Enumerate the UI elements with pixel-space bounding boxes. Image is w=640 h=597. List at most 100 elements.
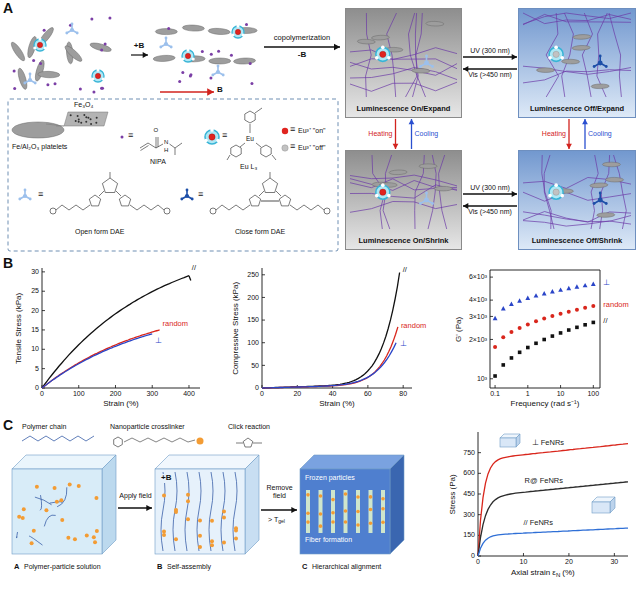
tick-label: 150 (247, 316, 259, 324)
gel-state-box: Luminescence Off/Expand (518, 8, 636, 118)
field-label: +B (134, 42, 144, 51)
ring (102, 178, 117, 193)
axis-title: Stress (Pa) (449, 474, 458, 514)
panel-letter: B (3, 256, 13, 271)
nanoparticle (73, 537, 77, 541)
chain (56, 205, 90, 210)
nanoparticle (344, 492, 348, 496)
data-marker (583, 283, 588, 287)
platelet (38, 71, 60, 78)
series-label: // (603, 317, 607, 325)
dae-end (425, 192, 428, 195)
nanoparticle (60, 518, 64, 522)
polymer-network (609, 13, 621, 97)
tick (42, 310, 45, 311)
gel-illustration (519, 151, 636, 250)
component-label: NIPA (150, 158, 166, 166)
platelet (357, 39, 375, 44)
ring (261, 145, 271, 157)
equivalence-sign: ≡ (222, 131, 227, 141)
polymer-chain (209, 472, 213, 551)
dae-end (599, 192, 602, 195)
data-marker (518, 326, 522, 330)
data-marker (493, 345, 497, 349)
tick-label: 80 (399, 390, 407, 398)
bond (227, 155, 230, 160)
axis (42, 388, 200, 389)
tick-label: 0 (40, 390, 44, 398)
data-marker (559, 331, 563, 335)
data-marker (583, 323, 587, 327)
eu-on-mark (282, 128, 288, 134)
dae-end (186, 189, 189, 192)
eu-complex-notch (375, 56, 379, 60)
nipa-monomer (210, 53, 213, 56)
dae-end (605, 65, 608, 68)
eu-complex (92, 70, 104, 82)
dae-end (211, 74, 214, 77)
arrowhead (463, 66, 468, 72)
nanoparticle (53, 486, 57, 490)
nanoparticle (306, 511, 310, 515)
ring (324, 208, 330, 214)
ring (210, 208, 216, 214)
equivalence-sign: ≡ (290, 125, 295, 135)
tick-label: 20 (565, 558, 573, 566)
data-curve (478, 444, 628, 556)
platelet (34, 59, 46, 82)
tick-label: 0 (471, 552, 475, 560)
nanoparticle (222, 510, 226, 514)
dae-end (29, 198, 32, 201)
data-curve (189, 276, 191, 281)
cube-side (102, 455, 116, 554)
ring (114, 437, 123, 447)
dae-end (71, 23, 74, 26)
nanoparticle (210, 543, 214, 547)
dae-core (424, 198, 429, 203)
dae-end (593, 202, 596, 205)
eu-complex (376, 47, 390, 61)
atom-label: O (154, 127, 159, 134)
nanoparticle (198, 534, 202, 538)
bond (261, 201, 279, 202)
polymer-chain (16, 532, 18, 538)
data-marker (583, 306, 587, 310)
tick-label: 750 (463, 449, 475, 457)
component-label: Eu³⁺ "on" (298, 127, 326, 135)
nanoparticle (381, 520, 385, 524)
bond (99, 191, 104, 196)
component-label: Open form DAE (75, 228, 124, 236)
platelet (371, 35, 389, 40)
cube-front (155, 469, 245, 554)
arrowhead (291, 507, 297, 513)
polymer-network (350, 48, 457, 60)
step-label: Remove field (260, 484, 300, 499)
platelet (155, 29, 177, 35)
polymer-network (523, 14, 631, 24)
data-marker (493, 316, 498, 320)
dae-core (28, 78, 32, 82)
nanoparticle (381, 497, 385, 501)
gel-state-box: Luminescence On/Expand (345, 8, 462, 118)
series-label: random (401, 322, 426, 330)
nanoparticle (21, 516, 25, 520)
bond (156, 144, 163, 148)
fe3o4-particle (96, 117, 98, 119)
dae-end (165, 37, 168, 40)
connector (463, 54, 517, 60)
eu-complex (205, 130, 219, 144)
equivalence-sign: ≡ (290, 142, 295, 152)
cube-top (300, 455, 404, 469)
platelet (89, 41, 112, 53)
nipa-monomer (43, 29, 46, 32)
chain (216, 205, 250, 210)
platelet (412, 68, 430, 73)
data-marker (518, 351, 522, 355)
dae-end (65, 32, 68, 35)
nanoparticle (306, 520, 310, 524)
gel-state-box: Luminescence On/Shrink (345, 150, 462, 250)
bond (270, 172, 271, 178)
field-label: -B (298, 51, 306, 60)
nanoparticle (306, 493, 310, 497)
polymer-network (523, 212, 631, 223)
